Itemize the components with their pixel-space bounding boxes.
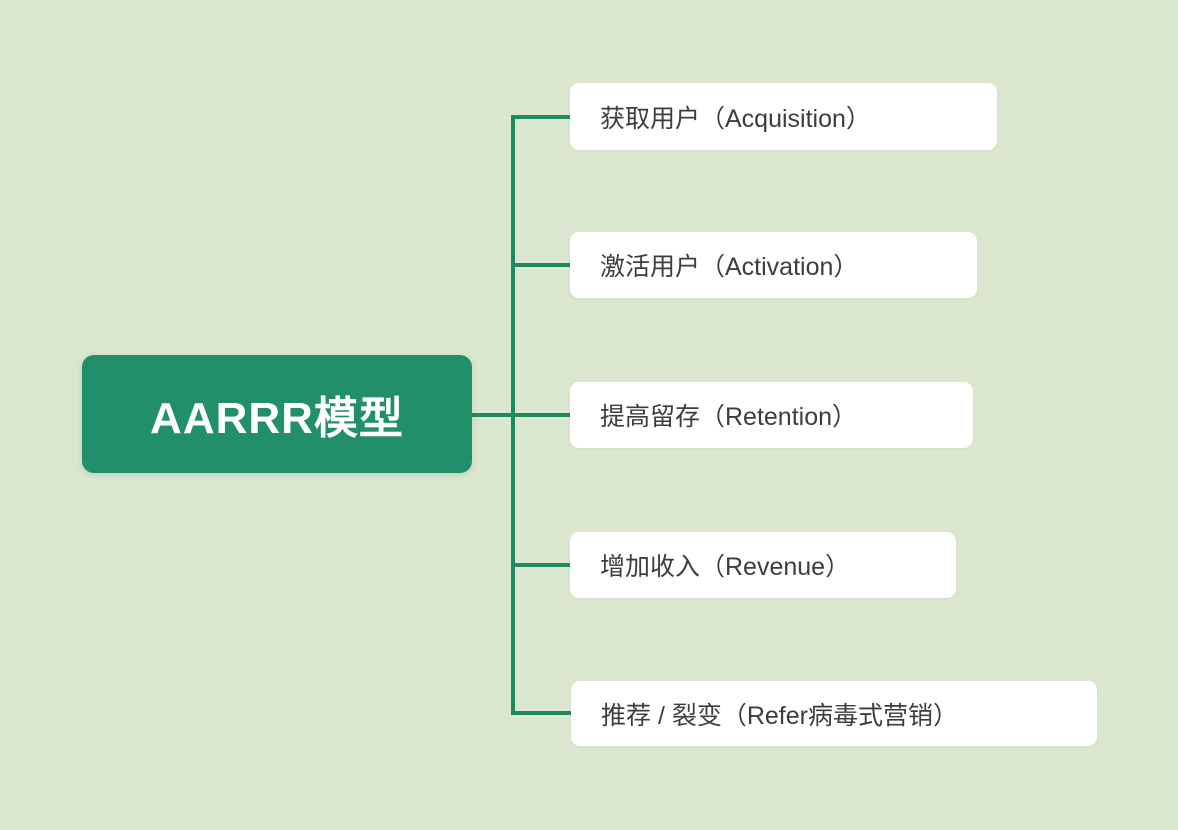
branch-node-acquisition[interactable]: 获取用户（Acquisition） [570,83,997,150]
connector-branch-referral [511,711,572,715]
connector-branch-revenue [511,563,572,567]
connector-branch-activation [511,263,572,267]
central-node-aarrr[interactable]: AARRR模型 [82,355,472,473]
branch-node-label: 提高留存（Retention） [600,403,858,431]
branch-node-label: 获取用户（Acquisition） [600,104,871,133]
branch-node-revenue[interactable]: 增加收入（Revenue） [570,532,956,598]
connector-branch-retention [472,413,572,417]
branch-node-referral[interactable]: 推荐 / 裂变（Refer病毒式营销） [571,681,1097,746]
branch-node-label: 推荐 / 裂变（Refer病毒式营销） [601,701,958,730]
branch-node-label: 增加收入（Revenue） [600,553,851,581]
branch-node-label: 激活用户（Activation） [600,253,859,281]
connector-branch-acquisition [511,115,572,119]
branch-node-retention[interactable]: 提高留存（Retention） [570,382,973,448]
central-node-label: AARRR模型 [150,394,404,443]
branch-node-activation[interactable]: 激活用户（Activation） [570,232,977,298]
